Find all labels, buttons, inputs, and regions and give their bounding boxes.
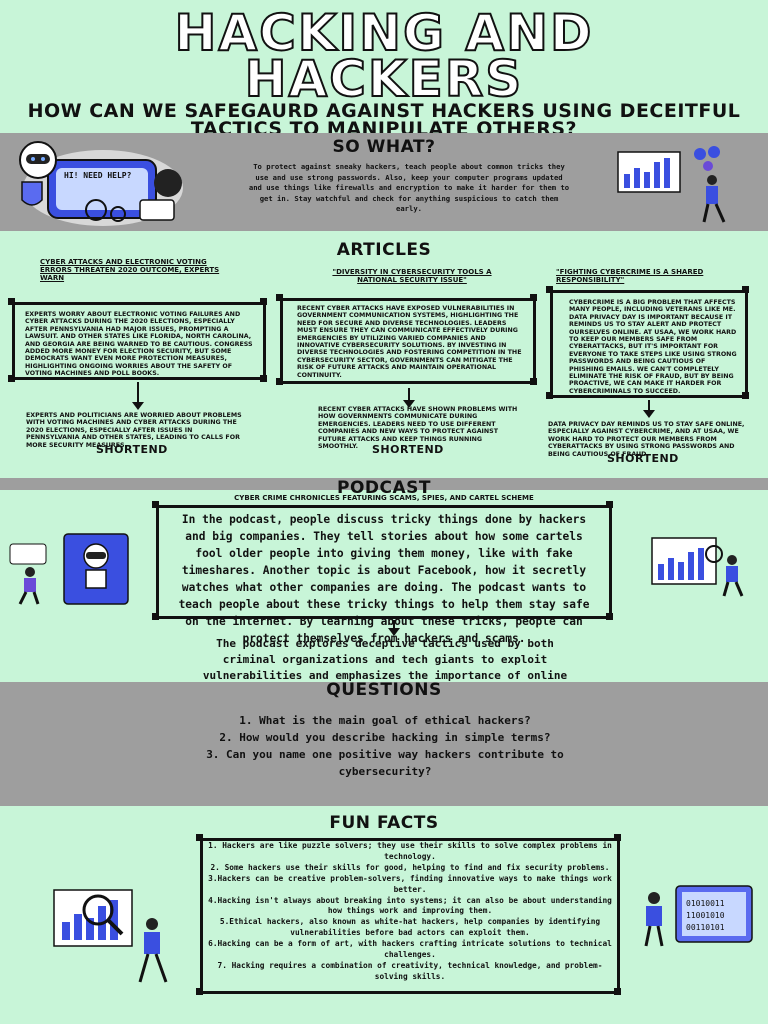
chatbot-illustration [6, 532, 134, 606]
down-arrow-icon [388, 620, 400, 636]
bullet-mark [614, 834, 621, 841]
fun-fact-item: 1. Hackers are like puzzle solvers; they… [208, 841, 612, 861]
title-line-1: HACKING AND [174, 4, 594, 62]
down-arrow-icon [403, 388, 415, 408]
svg-text:11001010: 11001010 [686, 911, 725, 920]
podcast-summary: The podcast explores deceptive tactics u… [202, 637, 568, 698]
articles-heading: ARTICLES [336, 240, 432, 260]
bullet-mark [276, 378, 283, 385]
bullet-mark [606, 613, 613, 620]
question-item: 3. Can you name one positive way hackers… [206, 748, 564, 778]
down-arrow-icon [132, 382, 144, 410]
bullet-mark [152, 613, 159, 620]
question-item: 1. What is the main goal of ethical hack… [239, 714, 531, 727]
bullet-mark [546, 392, 553, 399]
so-what-heading: SO WHAT? [332, 137, 436, 157]
bullet-mark [530, 378, 537, 385]
article-3-short: DATA PRIVACY DAY REMINDS US TO STAY SAFE… [548, 421, 745, 458]
questions-heading: QUESTIONS [326, 680, 442, 700]
bullet-mark [196, 834, 203, 841]
data-analysis-illustration [648, 534, 748, 598]
down-arrow-icon [643, 400, 655, 418]
article-3-title: "FIGHTING CYBERCRIME IS A SHARED RESPONS… [556, 268, 704, 284]
podcast-band [0, 478, 768, 490]
article-1-title: CYBER ATTACKS AND ELECTRONIC VOTING ERRO… [40, 258, 220, 282]
fun-fact-item: 4.Hacking isn't always about breaking in… [208, 895, 612, 916]
bullet-mark [530, 294, 537, 301]
bullet-mark [260, 375, 267, 382]
article-1-box: EXPERTS WORRY ABOUT ELECTRONIC VOTING FA… [12, 302, 266, 380]
magnifier-chart-illustration [48, 878, 178, 988]
bullet-mark [196, 988, 203, 995]
article-3-body: CYBERCRIME IS A BIG PROBLEM THAT AFFECTS… [569, 299, 737, 395]
podcast-subheading: CYBER CRIME CHRONICLES FEATURING SCAMS, … [234, 494, 534, 502]
fun-facts-box: 1. Hackers are like puzzle solvers; they… [200, 838, 620, 994]
questions-band [0, 682, 768, 806]
article-1-short-label: SHORTEND [96, 443, 168, 456]
fun-fact-item: 7. Hacking requires a combination of cre… [217, 960, 603, 981]
podcast-body: In the podcast, people discuss tricky th… [178, 513, 590, 645]
article-1-body: EXPERTS WORRY ABOUT ELECTRONIC VOTING FA… [25, 311, 253, 378]
podcast-heading: PODCAST [337, 478, 431, 498]
question-item: 2. How would you describe hacking in sim… [219, 731, 551, 744]
title-line-2: HACKERS [244, 50, 524, 108]
podcast-box: In the podcast, people discuss tricky th… [156, 505, 612, 645]
bullet-mark [546, 286, 553, 293]
fun-fact-item: 5.Ethical hackers, also known as white-h… [219, 917, 601, 938]
analytics-person-illustration [612, 142, 742, 226]
article-2-title: "DIVERSITY IN CYBERSECURITY TOOLS A NATI… [332, 268, 492, 284]
robot-speech-bubble: HI! NEED HELP? [64, 171, 132, 180]
article-2-body: RECENT CYBER ATTACKS HAVE EXPOSED VULNER… [297, 305, 522, 379]
article-1-short: EXPERTS AND POLITICIANS ARE WORRIED ABOU… [26, 412, 242, 449]
bullet-mark [742, 286, 749, 293]
article-2-box: RECENT CYBER ATTACKS HAVE EXPOSED VULNER… [280, 298, 536, 384]
article-3-box: CYBERCRIME IS A BIG PROBLEM THAT AFFECTS… [550, 290, 748, 398]
bullet-mark [8, 298, 15, 305]
fun-fact-item: 3.Hackers can be creative problem-solver… [208, 873, 612, 894]
fun-facts-heading: FUN FACTS [329, 813, 439, 833]
fun-fact-item: 2. Some hackers use their skills for goo… [210, 862, 610, 872]
article-2-short-label: SHORTEND [372, 443, 444, 456]
article-2-short: RECENT CYBER ATTACKS HAVE SHOWN PROBLEMS… [318, 406, 518, 451]
bullet-mark [276, 294, 283, 301]
bullet-mark [606, 501, 613, 508]
page-title: HACKING AND HACKERS [0, 4, 768, 108]
so-what-text: To protect against sneaky hackers, teach… [248, 162, 570, 213]
bullet-mark [260, 298, 267, 305]
robot-chat-illustration: HI! NEED HELP? [8, 138, 188, 230]
article-3-short-label: SHORTEND [607, 452, 679, 465]
fun-facts-list: 1. Hackers are like puzzle solvers; they… [207, 841, 613, 983]
bullet-mark [742, 392, 749, 399]
hacker-code-illustration: 01010011 11001010 00110101 [636, 880, 756, 950]
svg-text:01010011: 01010011 [686, 899, 725, 908]
questions-list: 1. What is the main goal of ethical hack… [180, 712, 590, 780]
fun-fact-item: 6.Hacking can be a form of art, with hac… [208, 939, 612, 960]
bullet-mark [614, 988, 621, 995]
bullet-mark [152, 501, 159, 508]
bullet-mark [8, 375, 15, 382]
svg-text:00110101: 00110101 [686, 923, 725, 932]
